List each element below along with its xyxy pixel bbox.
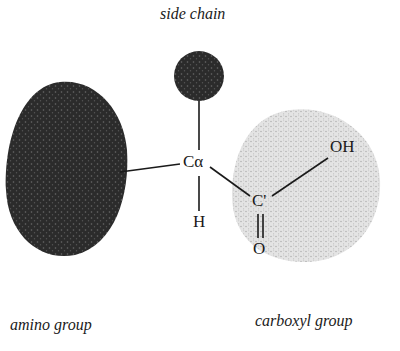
atom-symbol: O (253, 240, 265, 259)
atom-symbol: OH (330, 138, 355, 157)
carboxyl-group-blob (232, 109, 380, 262)
atom-symbol: C' (252, 192, 266, 211)
side-chain-sphere (174, 51, 224, 101)
amino-group-blob (6, 82, 128, 256)
atom-symbol: H (193, 213, 205, 232)
atom-symbol: Cα (183, 153, 203, 172)
part-label: side chain (160, 5, 225, 23)
part-label: carboxyl group (255, 312, 353, 330)
part-label: amino group (10, 316, 92, 334)
bonds (120, 101, 328, 238)
group-region: amino group (0, 310, 150, 340)
group-region: C' OH Ocarboxyl group (228, 130, 398, 345)
group-region: side chain (140, 2, 260, 26)
